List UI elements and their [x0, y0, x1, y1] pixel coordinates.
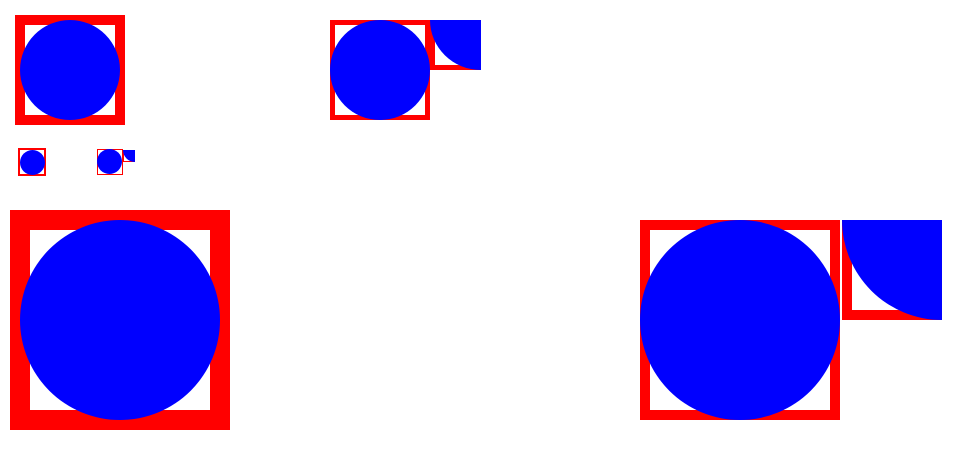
group-3-circle	[20, 150, 45, 175]
group-6-circle	[640, 220, 840, 420]
group-1-circle	[20, 20, 120, 120]
group-5-circle	[20, 220, 220, 420]
group-2-circle	[330, 20, 430, 120]
group-3-frame	[18, 148, 46, 176]
group-4-circle	[97, 149, 122, 174]
